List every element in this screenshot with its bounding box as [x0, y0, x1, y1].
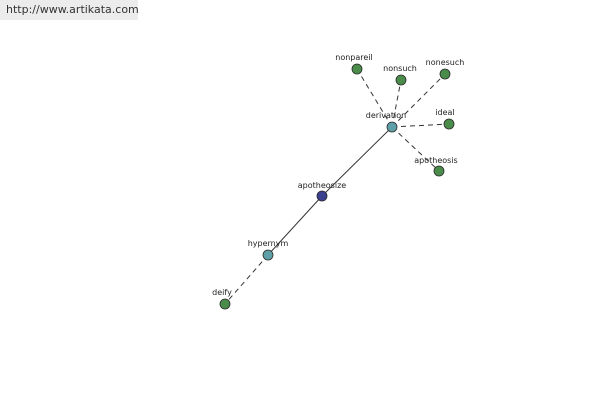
node-label-hypernym: hypernym [248, 239, 289, 248]
edge-apotheosize-hypernym [267, 195, 323, 256]
edge-hypernym-deify [224, 254, 269, 305]
edge-derivation-nonsuch [391, 79, 402, 128]
node-label-apotheosis: apotheosis [414, 156, 457, 165]
node-circle-nonsuch[interactable] [395, 74, 407, 86]
graph-node-apotheosize[interactable]: apotheosize [298, 181, 346, 202]
graph-edges [224, 68, 450, 305]
graph-node-deify[interactable]: deify [212, 288, 232, 310]
node-circle-nonpareil[interactable] [351, 63, 363, 75]
node-label-nonesuch: nonesuch [426, 58, 465, 67]
edge-derivation-ideal [391, 123, 450, 128]
node-label-nonsuch: nonsuch [383, 64, 417, 73]
graph-node-hypernym[interactable]: hypernym [248, 239, 289, 261]
edge-derivation-apotheosis [391, 126, 440, 172]
site-url-label[interactable]: http://www.artikata.com [0, 0, 139, 20]
graph-node-derivation[interactable]: derivation [366, 111, 406, 133]
edge-derivation-nonesuch [391, 73, 446, 128]
node-circle-nonesuch[interactable] [439, 68, 451, 80]
node-circle-hypernym[interactable] [262, 249, 274, 261]
node-label-derivation: derivation [366, 111, 406, 120]
node-label-ideal: ideal [435, 108, 454, 117]
node-circle-derivation[interactable] [386, 121, 398, 133]
node-circle-apotheosize[interactable] [316, 190, 328, 202]
graph-nodes: apotheosize derivation hypernym nonpareil no… [212, 53, 465, 310]
graph-node-nonsuch[interactable]: nonsuch [383, 64, 417, 86]
node-label-deify: deify [212, 288, 232, 297]
node-circle-deify[interactable] [219, 298, 231, 310]
graph-node-apotheosis[interactable]: apotheosis [414, 156, 458, 177]
graph-node-ideal[interactable]: ideal [435, 108, 455, 130]
graph-node-nonesuch[interactable]: nonesuch [426, 58, 465, 80]
edge-derivation-nonpareil [356, 68, 393, 128]
node-circle-apotheosis[interactable] [433, 165, 445, 177]
graph-node-nonpareil[interactable]: nonpareil [335, 53, 373, 75]
node-label-apotheosize: apotheosize [298, 181, 346, 190]
node-label-nonpareil: nonpareil [335, 53, 373, 62]
node-circle-ideal[interactable] [443, 118, 455, 130]
edge-apotheosize-derivation [321, 126, 393, 197]
